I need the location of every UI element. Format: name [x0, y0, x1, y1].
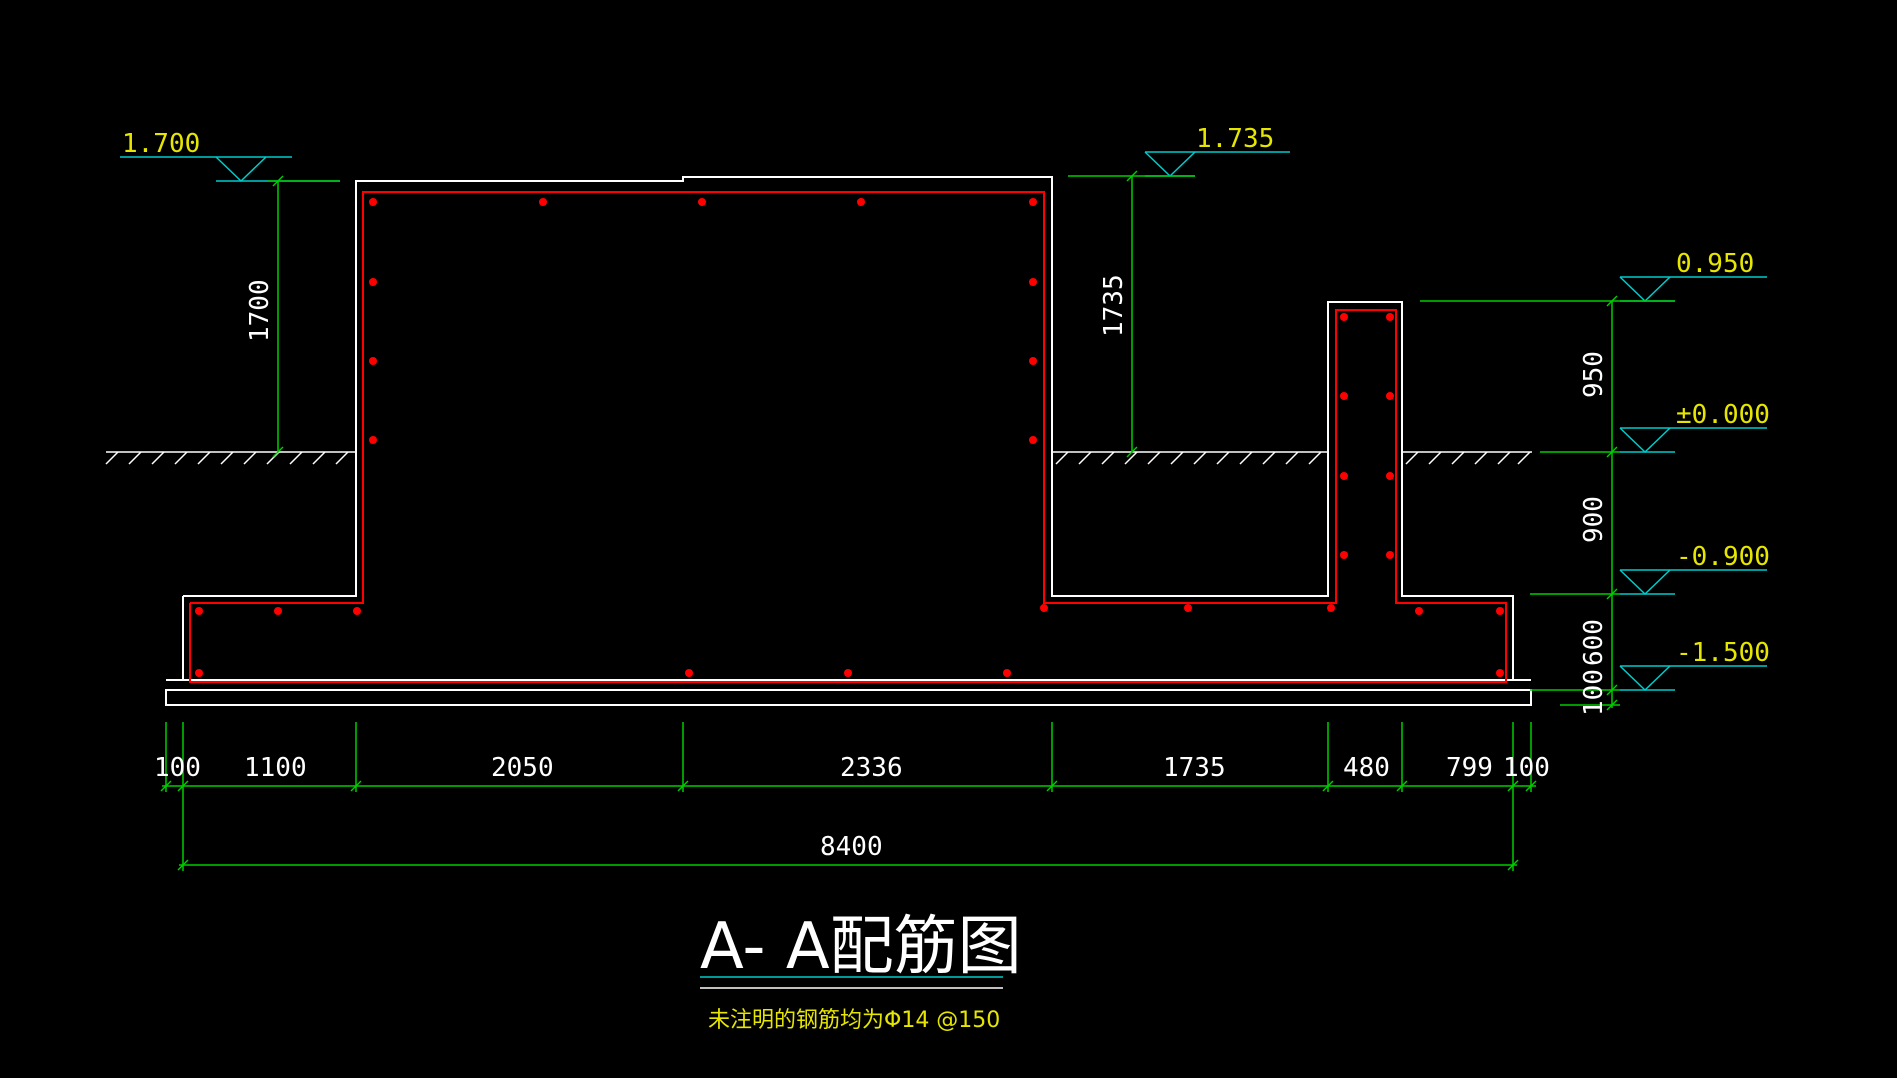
rebar-dot	[1386, 551, 1394, 559]
rebar-dot	[1386, 472, 1394, 480]
rebar-main-loop	[189, 191, 1507, 683]
vdim-left-tick-top	[272, 175, 284, 187]
vdim-mid-tick-bottom	[1126, 446, 1138, 458]
elevation-labels: 1.700 1.735 0.950 ±0.000 -0.900 -1.500	[122, 124, 1770, 668]
rebar-dot	[1327, 604, 1335, 612]
rebar-dot	[369, 278, 377, 286]
vdim-mid-tick-top	[1126, 170, 1138, 182]
vdim-label-950: 950	[1579, 351, 1609, 398]
rebar-dot	[1040, 604, 1048, 612]
rebar-dot	[1029, 198, 1037, 206]
rebar-dot	[1029, 278, 1037, 286]
hdim-label-1100: 1100	[244, 753, 307, 783]
vdim-label-600: 600	[1579, 619, 1609, 666]
rebar-dot	[1340, 392, 1348, 400]
concrete-outline	[165, 176, 1532, 706]
vdim-label-900: 900	[1579, 496, 1609, 543]
rebar-dot	[369, 436, 377, 444]
vdim-right-tick-5	[1606, 699, 1618, 711]
elev-triangle-ground	[1619, 427, 1671, 454]
structure-outline	[182, 176, 1514, 681]
hdim-label-total: 8400	[820, 832, 883, 862]
vertical-dimension-labels: 1700 1735 950 900 600 100	[245, 274, 1609, 716]
hdim-label-100-left: 100	[154, 753, 201, 783]
drawing-title: A- A配筋图	[700, 910, 1022, 984]
rebar-dot	[1496, 607, 1504, 615]
elev-triangle-right-top	[1619, 276, 1671, 303]
rebar-dot	[1496, 669, 1504, 677]
horizontal-dimension-labels: 100 1100 2050 2336 1735 480 799 100 8400	[154, 753, 1550, 862]
elev-triangle-base-top	[1619, 569, 1671, 596]
vdim-right-tick-4	[1606, 684, 1618, 696]
elev-triangle-base-bottom	[1619, 665, 1671, 692]
rebar-dot	[844, 669, 852, 677]
title-block: A- A配筋图 未注明的钢筋均为Φ14 @150	[700, 910, 1022, 1033]
vertical-dimensions	[268, 170, 1675, 711]
hdim-label-2050: 2050	[491, 753, 554, 783]
rebar-dot	[274, 607, 282, 615]
rebar-dot	[195, 669, 203, 677]
rebar-dot	[1340, 472, 1348, 480]
ground-hatch-mid	[1055, 451, 1322, 465]
rebar-dot	[698, 198, 706, 206]
rebar-dot	[369, 198, 377, 206]
ground-hatch-left	[105, 451, 349, 465]
blinding-layer	[165, 689, 1532, 706]
rebar-dot	[1003, 669, 1011, 677]
rebar-dot	[1184, 604, 1192, 612]
hdim-label-100-right: 100	[1503, 753, 1550, 783]
rebar-dot	[369, 357, 377, 365]
elev-label-ground: ±0.000	[1676, 400, 1770, 430]
vdim-right-tick-2	[1606, 446, 1618, 458]
hdim-label-2336: 2336	[840, 753, 903, 783]
elev-label-left-top: 1.700	[122, 129, 200, 159]
rebar-dot	[1029, 357, 1037, 365]
hdim-label-1735: 1735	[1163, 753, 1226, 783]
rebar-dot	[353, 607, 361, 615]
vdim-label-left-wall: 1700	[245, 279, 275, 342]
vdim-label-mid-wall: 1735	[1099, 274, 1129, 337]
rebar-dot	[1415, 607, 1423, 615]
elev-triangle-mid-top	[1144, 151, 1196, 178]
rebar-dot	[1029, 436, 1037, 444]
rebar-dot	[1340, 313, 1348, 321]
elevation-markers	[120, 151, 1767, 692]
hdim-ticks	[160, 780, 1537, 871]
ground-hatch-right	[1405, 451, 1531, 465]
drawing-note: 未注明的钢筋均为Φ14 @150	[708, 1008, 1000, 1033]
rebar-dot	[857, 198, 865, 206]
ground-lines	[105, 451, 1532, 465]
rebar-dot	[539, 198, 547, 206]
elev-triangle-left-top	[215, 156, 267, 183]
rebar-dot	[195, 607, 203, 615]
rebar-dot	[1340, 551, 1348, 559]
rebar-dot	[1386, 392, 1394, 400]
vdim-right-tick-3	[1606, 588, 1618, 600]
vdim-label-100: 100	[1579, 669, 1609, 716]
elev-label-right-top: 0.950	[1676, 249, 1754, 279]
rebar-dots	[195, 198, 1504, 677]
rebar-dot	[1386, 313, 1394, 321]
elev-label-base-bottom: -1.500	[1676, 638, 1770, 668]
rebar-lines	[189, 191, 1507, 683]
rebar-dot	[685, 669, 693, 677]
elev-label-base-top: -0.900	[1676, 542, 1770, 572]
hdim-label-799: 799	[1446, 753, 1493, 783]
vdim-right-tick-1	[1606, 295, 1618, 307]
hdim-label-480: 480	[1343, 753, 1390, 783]
vdim-left-tick-bottom	[272, 446, 284, 458]
horizontal-dimensions	[160, 722, 1537, 871]
elev-label-mid-top: 1.735	[1196, 124, 1274, 154]
